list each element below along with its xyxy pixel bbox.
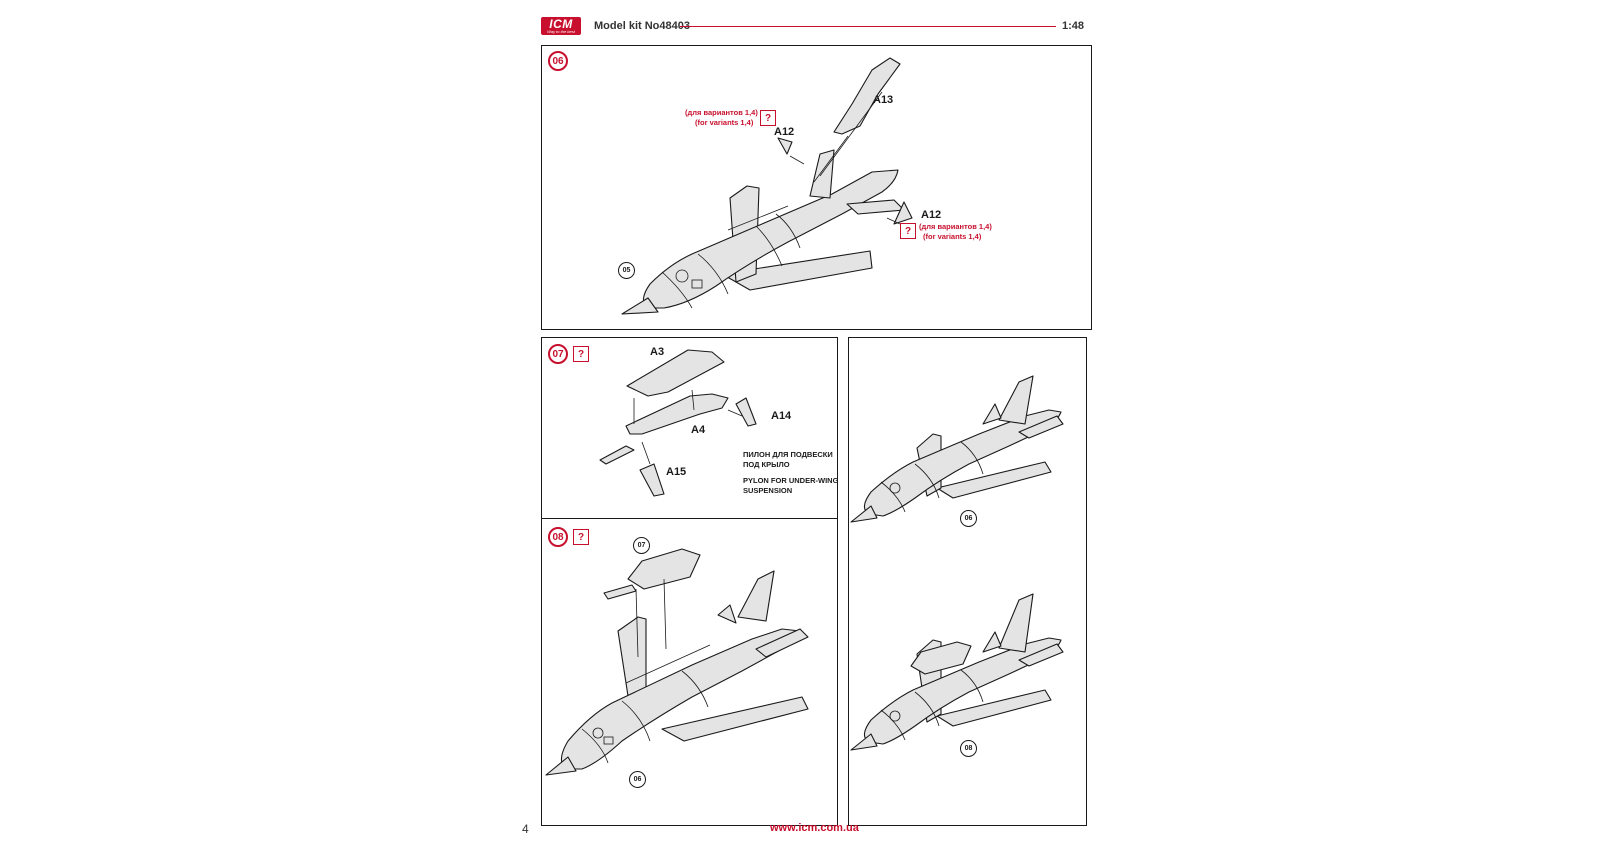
pylon-caption-en-line2: SUSPENSION xyxy=(743,486,793,495)
step-07-panel: 07 ? A3 A4 A14 A15 ПИЛОН ДЛЯ ПОДВЕСКИ ПО… xyxy=(541,337,838,519)
variant-note-top-ru: (для вариантов 1,4) xyxy=(685,108,758,117)
variant-marker-top: ? xyxy=(760,110,776,126)
ref-06: 06 xyxy=(960,510,977,527)
kit-title: Model kit No48403 xyxy=(594,20,690,32)
pylon-assembly xyxy=(627,548,701,590)
upper-rear-fin xyxy=(737,570,775,622)
pylon-caption-ru-line1: ПИЛОН ДЛЯ ПОДВЕСКИ xyxy=(743,450,833,459)
part-a12-top-shape xyxy=(777,137,793,155)
part-label-a4: A4 xyxy=(691,424,706,436)
assembled-after-08 xyxy=(850,593,1064,751)
nose-cone xyxy=(545,756,577,776)
part-label-a14: A14 xyxy=(771,410,792,422)
step-07-number: 07 xyxy=(548,344,568,364)
assembled-after-06 xyxy=(850,375,1064,523)
pylon-rail xyxy=(603,584,637,600)
lower-wing xyxy=(661,696,809,742)
part-label-a15: A15 xyxy=(666,466,687,478)
rear-fin xyxy=(755,628,809,658)
step-08-panel: 08 ? 07 06 xyxy=(541,518,838,826)
icm-logo: ICM Way to the best xyxy=(541,17,581,35)
ref-06: 06 xyxy=(629,771,646,788)
page-number: 4 xyxy=(522,822,529,836)
step-08-number: 08 xyxy=(548,527,568,547)
pylon-rail xyxy=(599,445,635,465)
part-a12-right-shape xyxy=(893,201,913,225)
step-06-drawing xyxy=(621,57,913,315)
part-label-a12-top: A12 xyxy=(774,126,795,138)
mounted-pylon xyxy=(910,641,972,675)
lower-wing xyxy=(721,250,873,291)
ref-05: 05 xyxy=(618,262,635,279)
part-label-a13: A13 xyxy=(873,94,894,106)
ref-08: 08 xyxy=(960,740,977,757)
variant-note-top-en: (for variants 1,4) xyxy=(695,118,754,127)
nose-cone xyxy=(621,297,659,315)
logo-tagline: Way to the best xyxy=(547,29,575,34)
step-08-variant-marker: ? xyxy=(573,529,589,545)
part-a3-shape xyxy=(626,349,725,397)
website-link[interactable]: www.icm.com.ua xyxy=(770,822,859,834)
step-08-drawing xyxy=(545,548,809,776)
variant-note-right-ru: (для вариантов 1,4) xyxy=(919,222,992,231)
result-drawing xyxy=(850,375,1064,751)
part-a14-shape xyxy=(735,397,757,427)
header-divider xyxy=(680,26,1056,27)
part-label-a3: A3 xyxy=(650,346,665,358)
step-07-variant-marker: ? xyxy=(573,346,589,362)
step-07-drawing xyxy=(599,349,757,497)
step-06-number: 06 xyxy=(548,51,568,71)
part-a4-shape xyxy=(625,393,729,435)
part-a13-shape xyxy=(833,57,901,135)
variant-note-right-en: (for variants 1,4) xyxy=(923,232,982,241)
logo-text: ICM xyxy=(549,17,573,31)
scale-label: 1:48 xyxy=(1062,20,1085,32)
pylon-caption-en-line1: PYLON FOR UNDER-WING xyxy=(743,476,839,485)
ref-07: 07 xyxy=(633,537,650,554)
small-fin xyxy=(717,604,737,624)
part-label-a12-right: A12 xyxy=(921,209,942,221)
step-06-panel: 06 A13 A12 A12 05 (для вариантов 1,4) (f… xyxy=(541,45,1092,330)
pylon-caption-ru-line2: ПОД КРЫЛО xyxy=(743,460,790,469)
result-panel: 06 08 xyxy=(848,337,1087,826)
variant-marker-right: ? xyxy=(900,223,916,239)
part-a15-shape xyxy=(639,463,665,497)
upper-rear-fin xyxy=(809,149,835,199)
fuselage xyxy=(642,169,899,309)
